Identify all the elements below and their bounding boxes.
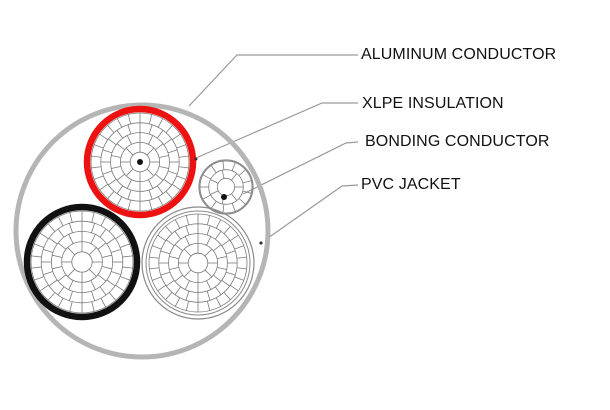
leader-line-pvc xyxy=(267,184,359,239)
pvc-jacket-ring xyxy=(13,102,271,360)
label-xlpe-insulation: XLPE INSULATION xyxy=(362,95,504,112)
red-phase-conductor-strands xyxy=(90,112,190,212)
bonding-conductor-outline xyxy=(198,159,254,215)
leader-dot-xlpe xyxy=(194,157,198,161)
leader-dot-bonding xyxy=(221,194,227,200)
bare-phase-conductor-strands xyxy=(148,213,248,313)
bonding-conductor-strands xyxy=(199,160,253,214)
bare-conductor-outline xyxy=(141,206,255,320)
black-phase-conductor-strands xyxy=(30,210,134,314)
label-bonding-conductor: BONDING CONDUCTOR xyxy=(365,133,550,150)
leader-dot-pvc xyxy=(259,241,263,245)
leader-line-xlpe xyxy=(195,102,358,159)
leader-line-aluminum xyxy=(188,54,358,107)
label-pvc-jacket: PVC JACKET xyxy=(361,176,461,193)
center-dot-red xyxy=(137,159,143,165)
leader-line-bonding xyxy=(242,141,359,195)
bare-conductor-outline-inner xyxy=(145,210,251,316)
xlpe-insulation-red xyxy=(83,105,197,219)
xlpe-insulation-black xyxy=(23,203,141,321)
label-aluminum-conductor: ALUMINUM CONDUCTOR xyxy=(361,46,557,63)
leader-lines xyxy=(188,54,359,239)
